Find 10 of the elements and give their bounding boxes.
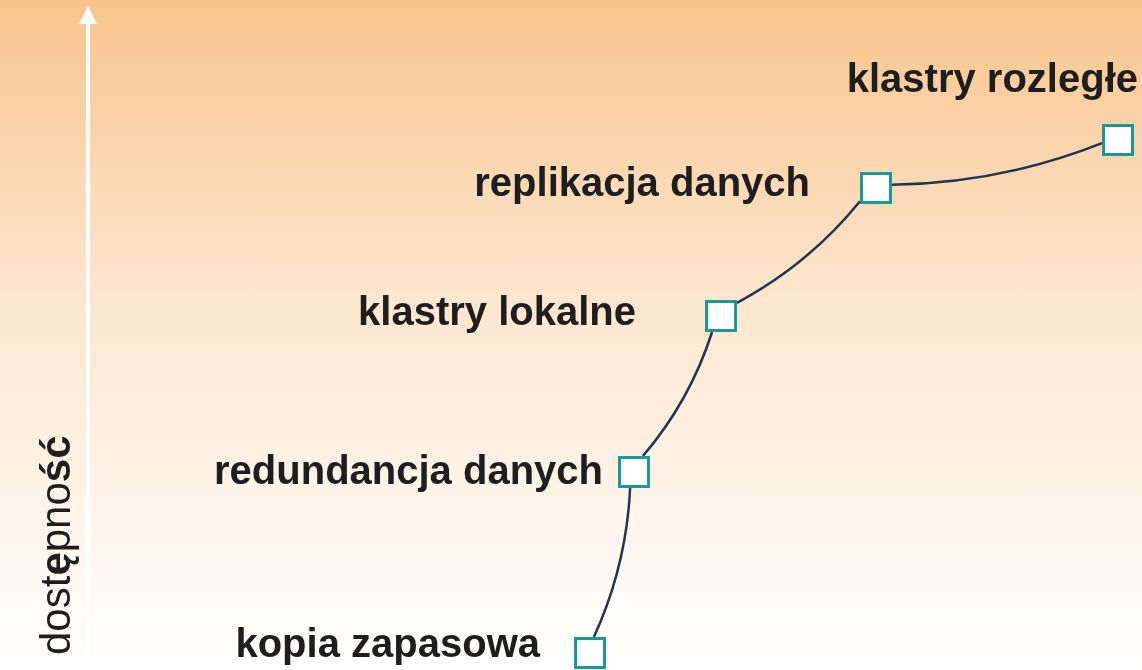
curve-segment [592, 487, 632, 638]
curve-segment [736, 200, 861, 304]
curve-segment [891, 142, 1103, 187]
point-label: replikacja danych [474, 160, 810, 204]
point-label: klastry rozległe [846, 56, 1138, 100]
point-label: klastry lokalne [358, 289, 636, 333]
axis-label: dostępność [32, 435, 80, 655]
point-label: kopia zapasowa [235, 621, 540, 665]
point-label: redundancja danych [214, 448, 603, 492]
curve-segment [641, 331, 714, 457]
